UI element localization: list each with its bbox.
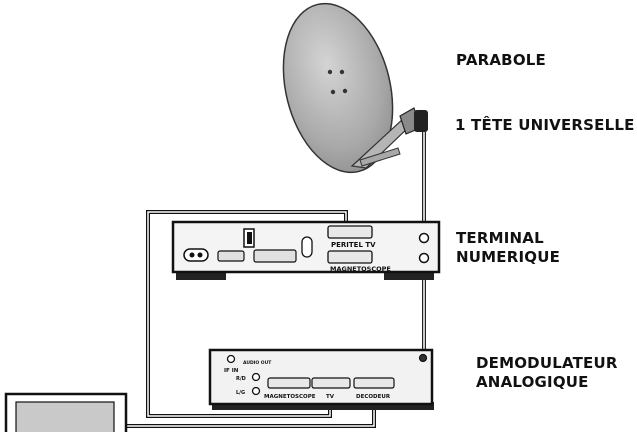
demod-decodeur-port bbox=[353, 377, 395, 389]
terminal-line1: TERMINAL bbox=[456, 229, 544, 247]
demod-line1: DEMODULATEUR bbox=[476, 354, 618, 372]
digital-terminal: PERITEL TV MAGNETOSCOPE bbox=[171, 220, 441, 280]
demod-tv-port bbox=[311, 377, 351, 389]
terminal-numerique-label: TERMINAL NUMERIQUE bbox=[456, 229, 560, 267]
demod-magnetoscope-label: MAGNETOSCOPE bbox=[264, 394, 316, 400]
if-in-label: IF IN bbox=[224, 368, 239, 374]
demod-tv-label: TV bbox=[326, 394, 335, 400]
demod-decodeur-label: DECODEUR bbox=[356, 394, 391, 400]
parabole-label: PARABOLE bbox=[456, 51, 546, 70]
parabole-text: PARABOLE bbox=[456, 51, 546, 69]
analog-demodulator: IF IN AUDIO OUT R/D L/G MAGNETOSCOPE TV … bbox=[208, 348, 434, 410]
magnetoscope-port bbox=[327, 250, 373, 264]
l-label: L/G bbox=[236, 390, 245, 396]
peritel-tv-port bbox=[327, 225, 373, 239]
terminal-line2: NUMERIQUE bbox=[456, 248, 561, 266]
demod-magnetoscope-port bbox=[267, 377, 311, 389]
r-label: R/D bbox=[236, 376, 246, 382]
lnb-head-icon bbox=[399, 107, 428, 135]
television bbox=[4, 392, 128, 432]
demod-line2: ANALOGIQUE bbox=[476, 373, 589, 391]
tete-universelle-label: 1 TÊTE UNIVERSELLE bbox=[455, 116, 635, 135]
magnetoscope-label: MAGNETOSCOPE bbox=[330, 265, 391, 273]
tete-universelle-text: 1 TÊTE UNIVERSELLE bbox=[455, 116, 635, 134]
peritel-tv-label: PERITEL TV bbox=[331, 241, 376, 249]
satellite-dish bbox=[282, 2, 428, 174]
demodulateur-label: DEMODULATEUR ANALOGIQUE bbox=[476, 354, 618, 392]
audio-out-label: AUDIO OUT bbox=[243, 360, 272, 366]
